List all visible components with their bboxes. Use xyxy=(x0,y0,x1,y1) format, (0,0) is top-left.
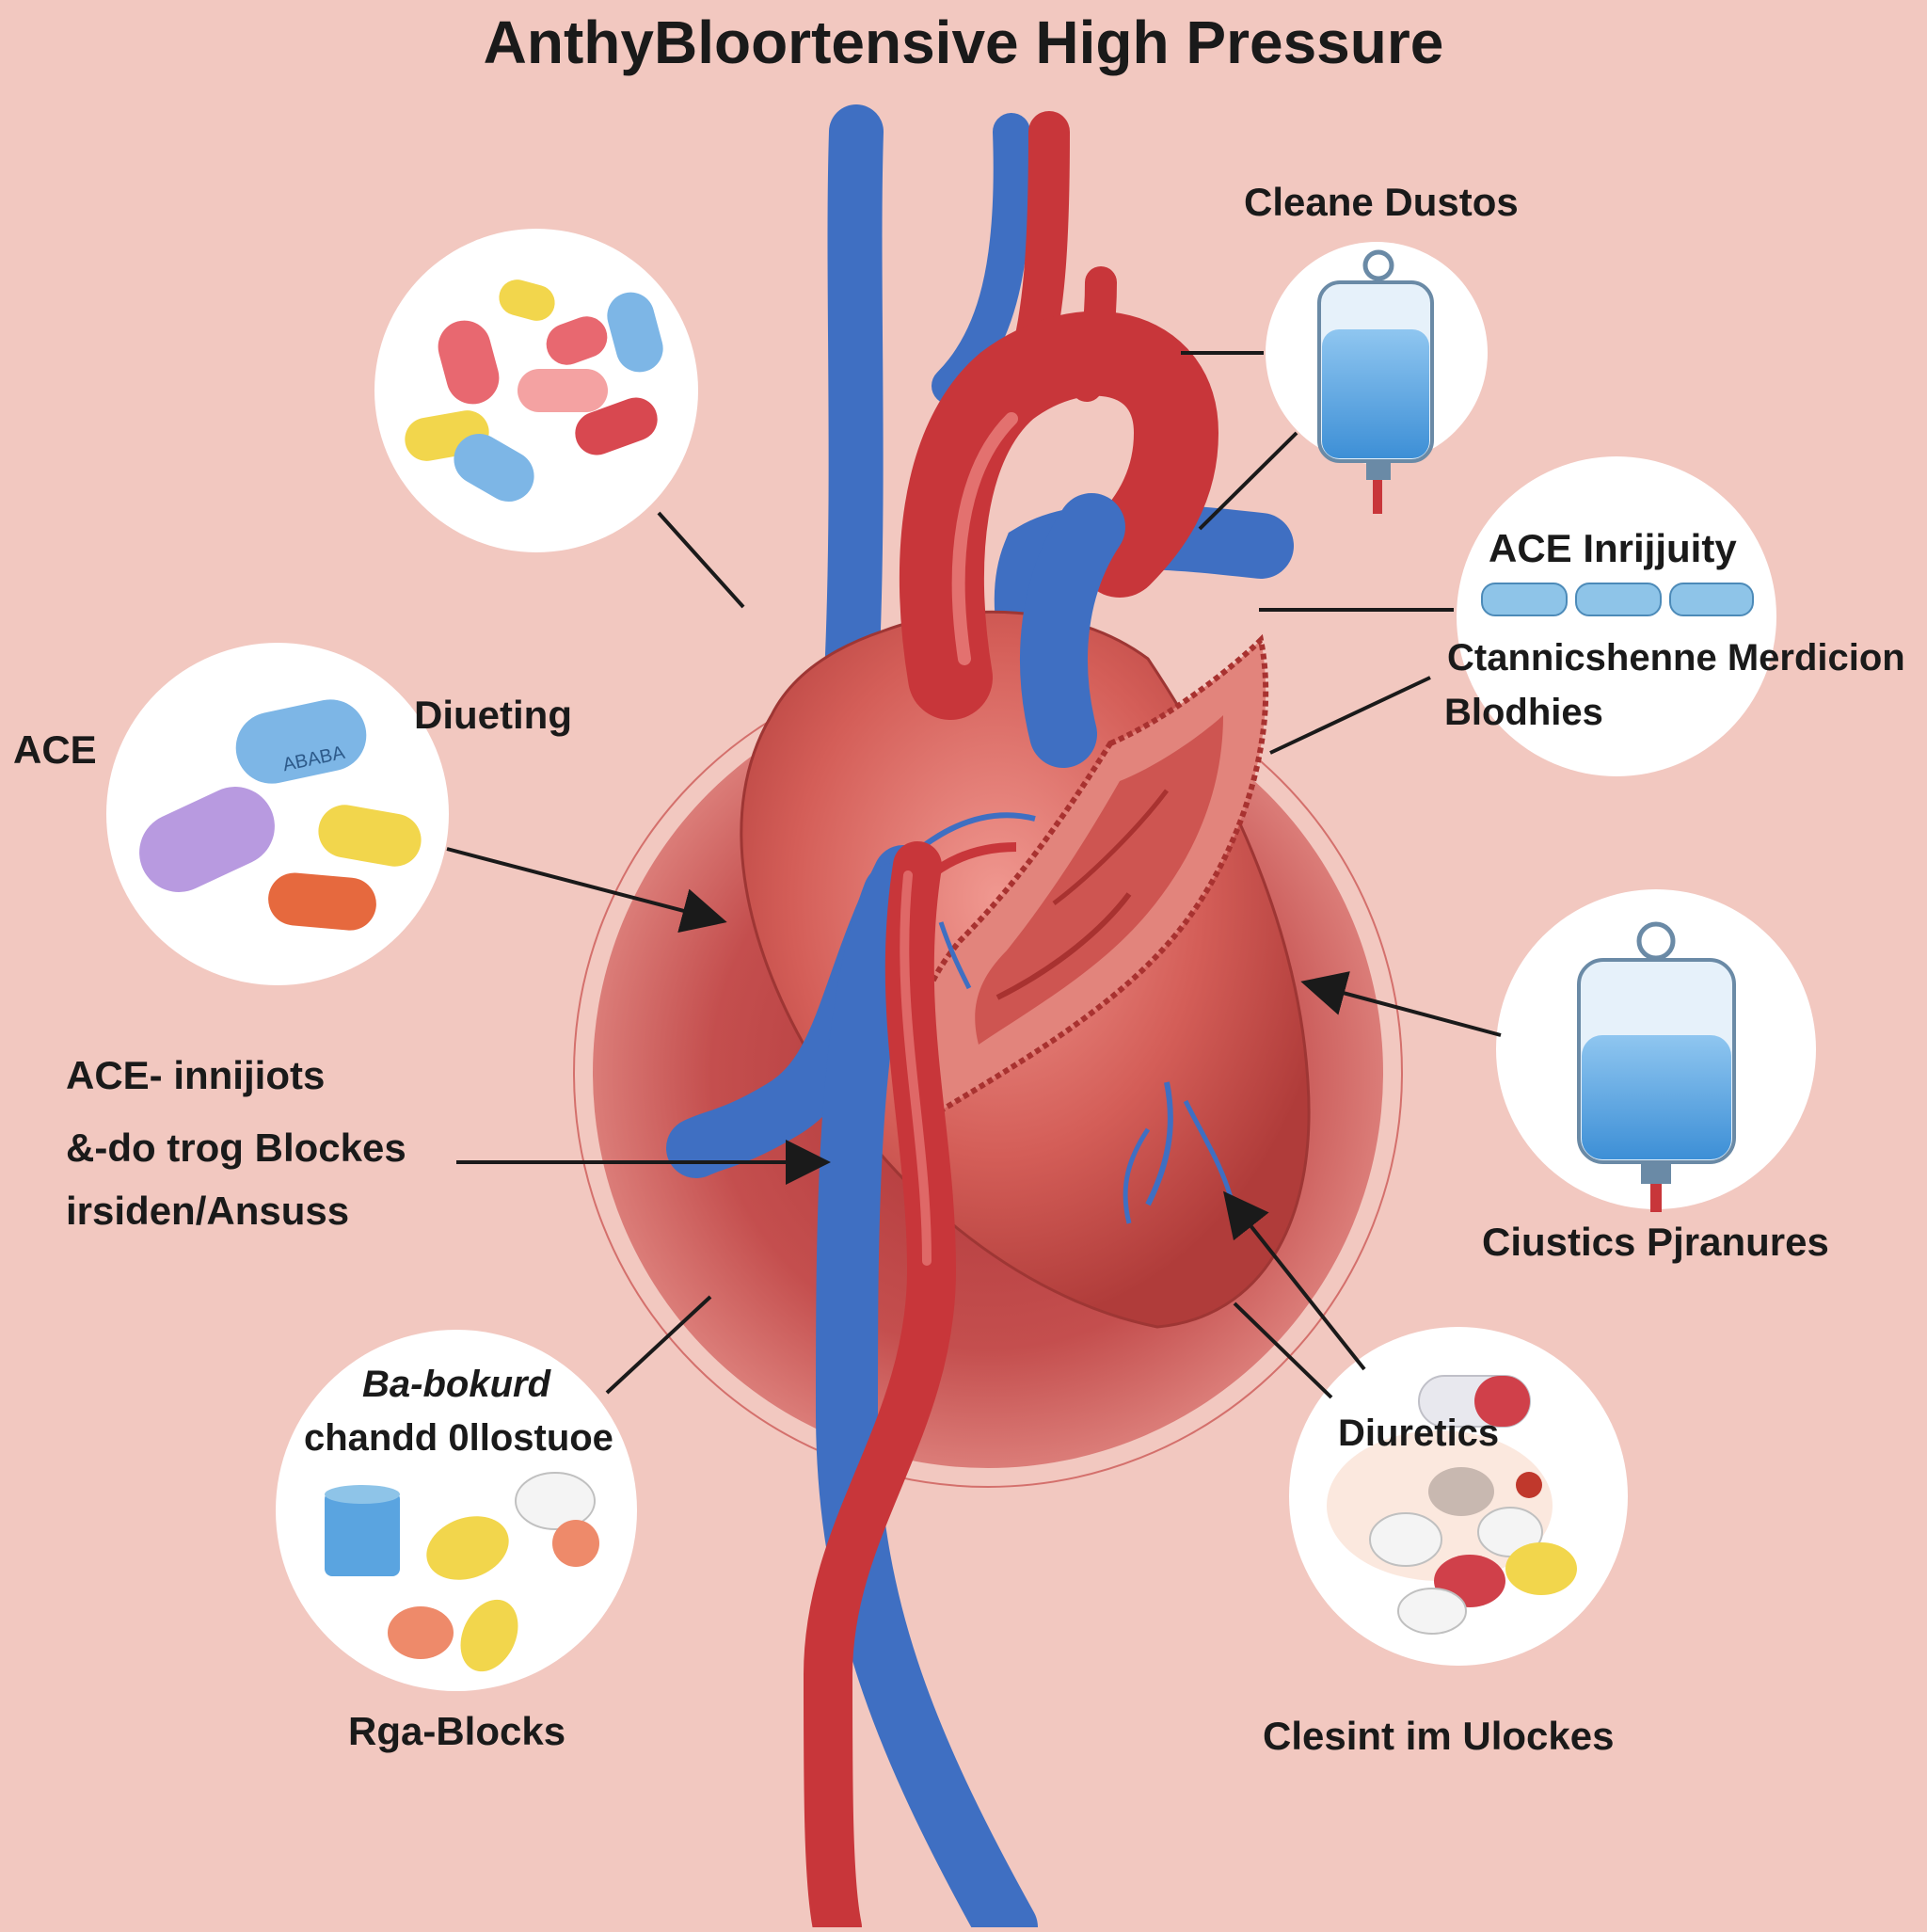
diagram-title: AnthyBloortensive High Pressure xyxy=(483,8,1444,76)
connector-iv-bag xyxy=(1198,431,1298,531)
label-ace: ACE xyxy=(13,727,97,772)
label-ace-inhibitors-line1: ACE- innijiots xyxy=(66,1053,326,1097)
descending-vessels xyxy=(666,841,1038,1932)
label-rga-blocks: Rga-Blocks xyxy=(348,1709,566,1753)
callout-diuretic-pills xyxy=(1289,1327,1628,1666)
label-diuretics: Diuretics xyxy=(1338,1413,1500,1454)
label-ace-inhibitors-line2: &-do trog Blockes xyxy=(66,1126,406,1170)
callout-ba-pills xyxy=(276,1330,637,1691)
callout-mixed-pills xyxy=(374,229,698,552)
callout-iv-bag-top xyxy=(1266,242,1488,514)
label-ba-bokurd-line2: chandd 0llostuoe xyxy=(304,1417,613,1459)
label-ctannic-line1: Ctannicshenne Merdicion xyxy=(1447,637,1905,679)
connector-lines xyxy=(446,351,1502,1399)
connector-mixed-pills xyxy=(657,511,745,609)
arrow-ace xyxy=(446,847,727,934)
connector-diuretic-pills xyxy=(1233,1301,1333,1399)
label-ace-injury: ACE Inrijjuity xyxy=(1489,526,1737,570)
label-ciustics: Ciustics Pjranures xyxy=(1482,1220,1829,1264)
label-ba-bokurd-line1: Ba-bokurd xyxy=(362,1364,550,1405)
label-dieting: Diueting xyxy=(414,693,572,737)
label-ctannic-line2: Blodhies xyxy=(1444,692,1603,733)
connector-ba-pills xyxy=(605,1295,712,1395)
callout-iv-bag-right xyxy=(1496,889,1816,1212)
label-ace-inhibitors-line3: irsiden/Ansuss xyxy=(66,1189,350,1233)
label-cleane-dustos: Cleane Dustos xyxy=(1244,180,1519,224)
callout-ace-pills: ABABA xyxy=(106,643,449,985)
arrow-ciustics xyxy=(1300,971,1502,1037)
arrow-diuretics xyxy=(1223,1190,1366,1371)
connector-ctannic xyxy=(1269,676,1431,755)
label-clesint: Clesint im Ulockes xyxy=(1263,1714,1615,1758)
heart-anatomy xyxy=(740,311,1311,1329)
callout-ace-cylinders xyxy=(1457,456,1776,776)
